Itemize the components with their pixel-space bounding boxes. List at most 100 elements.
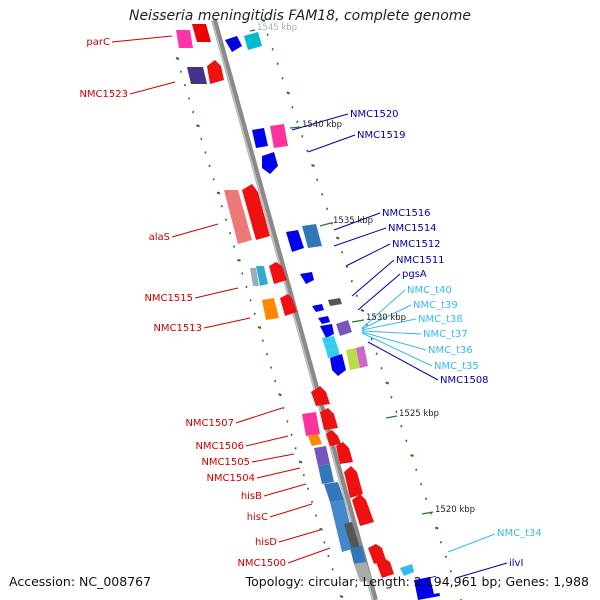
left-0-label[interactable]: parC	[86, 37, 110, 48]
right-cyan-0-label[interactable]: NMC_t40	[407, 285, 452, 296]
right-nmc-t34-label[interactable]: NMC_t34	[497, 528, 542, 539]
gene-nmc-t34[interactable]	[400, 564, 414, 576]
right-cyan-1-label[interactable]: NMC_t39	[413, 300, 458, 311]
gene-nmc1507-arrow[interactable]	[311, 386, 330, 406]
gene-nmc-t39[interactable]	[320, 324, 334, 338]
gene-nmc1505-arrow[interactable]	[326, 430, 341, 446]
gene-nmc1513-block[interactable]	[262, 298, 279, 320]
gene-hisc-arrow[interactable]	[352, 494, 374, 526]
gene-nmc1500-arrow[interactable]	[368, 544, 386, 564]
track-tick	[375, 352, 378, 355]
guide-tracks	[175, 19, 464, 600]
track-tick	[276, 62, 279, 65]
track-tick	[439, 541, 443, 544]
gene-pgsa[interactable]	[312, 304, 324, 312]
track-tick	[212, 178, 215, 181]
gene-alas-block[interactable]	[224, 190, 252, 244]
gene-nmc1523-arrow[interactable]	[207, 60, 224, 84]
left-9-label[interactable]: hisB	[241, 491, 262, 502]
gene-nmc1500-block[interactable]	[350, 546, 366, 564]
gene-nmc1508[interactable]	[330, 354, 346, 376]
gene-nmc1520[interactable]	[252, 128, 268, 148]
gene-lower-arrow[interactable]	[376, 558, 394, 578]
right-cyan-5-leader	[361, 332, 433, 367]
gene-nmc1515-arrow[interactable]	[269, 262, 287, 284]
right-navy-5-label[interactable]: NMC1511	[396, 255, 445, 266]
right-cyan-4-label[interactable]: NMC_t36	[428, 345, 473, 356]
left-8-label[interactable]: NMC1504	[206, 473, 255, 484]
right-ilvi-label[interactable]: ilvI	[509, 558, 523, 569]
left-1-leader	[129, 81, 176, 95]
gene-nmc1506-arrow[interactable]	[320, 408, 338, 430]
gene-nmc1504-arrow[interactable]	[336, 442, 353, 464]
right-navy-2-label[interactable]: NMC1516	[382, 208, 431, 219]
right-navy-4-label[interactable]: NMC1512	[392, 239, 441, 250]
track-tick	[183, 83, 187, 87]
left-2-label[interactable]: alaS	[149, 232, 170, 243]
right-navy-1-leader	[307, 134, 356, 153]
right-nmc1508-label[interactable]: NMC1508	[440, 375, 489, 386]
right-ilvi-leader	[455, 562, 508, 579]
right-cyan-4-leader	[361, 331, 427, 351]
left-3-label[interactable]: NMC1515	[144, 293, 193, 304]
left-7-label[interactable]: NMC1505	[201, 457, 250, 468]
gene-top-navy[interactable]	[225, 36, 242, 52]
track-tick	[335, 581, 338, 584]
track-tick	[380, 367, 383, 370]
left-6-label[interactable]: NMC1506	[195, 441, 244, 452]
right-cyan-2-label[interactable]: NMC_t38	[418, 314, 463, 325]
right-navy-3-leader	[333, 227, 387, 247]
gene-nmc1508-lime[interactable]	[346, 348, 360, 370]
gene-nmc-t37[interactable]	[322, 336, 336, 344]
inner-dotted-track	[175, 57, 344, 598]
right-cyan-3-label[interactable]: NMC_t37	[423, 329, 468, 340]
gene-nmc1514[interactable]	[302, 224, 322, 248]
gene-nmc1523-block[interactable]	[187, 67, 207, 84]
gene-nmc1511[interactable]	[328, 298, 342, 306]
gene-nmc1505-block[interactable]	[308, 434, 322, 446]
track-tick	[216, 191, 221, 195]
left-11-label[interactable]: hisD	[255, 537, 277, 548]
gene-hisc-block[interactable]	[324, 482, 344, 502]
track-tick	[179, 70, 182, 73]
track-tick	[196, 124, 200, 128]
gene-nmc-t40[interactable]	[318, 316, 330, 324]
left-1-label[interactable]: NMC1523	[79, 89, 128, 100]
gene-nmc1519[interactable]	[262, 152, 278, 174]
track-tick	[395, 410, 398, 413]
gene-nmc1513-arrow[interactable]	[280, 294, 297, 316]
gene-nmc1512[interactable]	[300, 272, 314, 284]
right-navy-5-leader	[351, 259, 395, 297]
genome-title: Neisseria meningitidis FAM18, complete g…	[128, 8, 472, 24]
gene-top-cyan[interactable]	[244, 32, 262, 50]
gene-nmc-t36[interactable]	[324, 342, 338, 350]
gene-parc-arrow[interactable]	[192, 24, 211, 42]
gene-nmc1506-block[interactable]	[302, 412, 320, 436]
track-tick	[291, 106, 294, 109]
left-5-label[interactable]: NMC1507	[185, 418, 234, 429]
right-navy-1-label[interactable]: NMC1519	[357, 130, 406, 141]
left-12-label[interactable]: NMC1500	[237, 558, 286, 569]
gene-nmc1504-block[interactable]	[314, 446, 330, 466]
gene-nmc-t38[interactable]	[336, 320, 352, 336]
left-5-leader	[235, 407, 283, 424]
right-navy-0-label[interactable]: NMC1520	[350, 109, 399, 120]
right-cyan-5-label[interactable]: NMC_t35	[434, 361, 479, 372]
gene-nmc1515-a[interactable]	[250, 268, 259, 286]
gene-parc-block[interactable]	[176, 30, 193, 48]
gene-nmc1508-violet[interactable]	[356, 346, 368, 368]
right-navy-6-label[interactable]: pgsA	[402, 269, 427, 280]
gene-lower-grey[interactable]	[354, 562, 372, 582]
right-navy-3-label[interactable]: NMC1514	[388, 223, 437, 234]
gene-alas-arrow[interactable]	[242, 184, 270, 240]
gene-hisd-dark[interactable]	[344, 522, 360, 550]
gene-nmc1515-b[interactable]	[256, 266, 268, 286]
gene-nmc1516[interactable]	[286, 230, 304, 252]
left-10-label[interactable]: hisC	[247, 512, 268, 523]
gene-hisb-arrow[interactable]	[344, 466, 363, 498]
gene-hisb-block[interactable]	[318, 464, 334, 484]
left-4-label[interactable]: NMC1513	[153, 323, 202, 334]
gene-nmc-t35[interactable]	[326, 348, 340, 358]
gene-nmc1520-pink[interactable]	[270, 124, 288, 148]
